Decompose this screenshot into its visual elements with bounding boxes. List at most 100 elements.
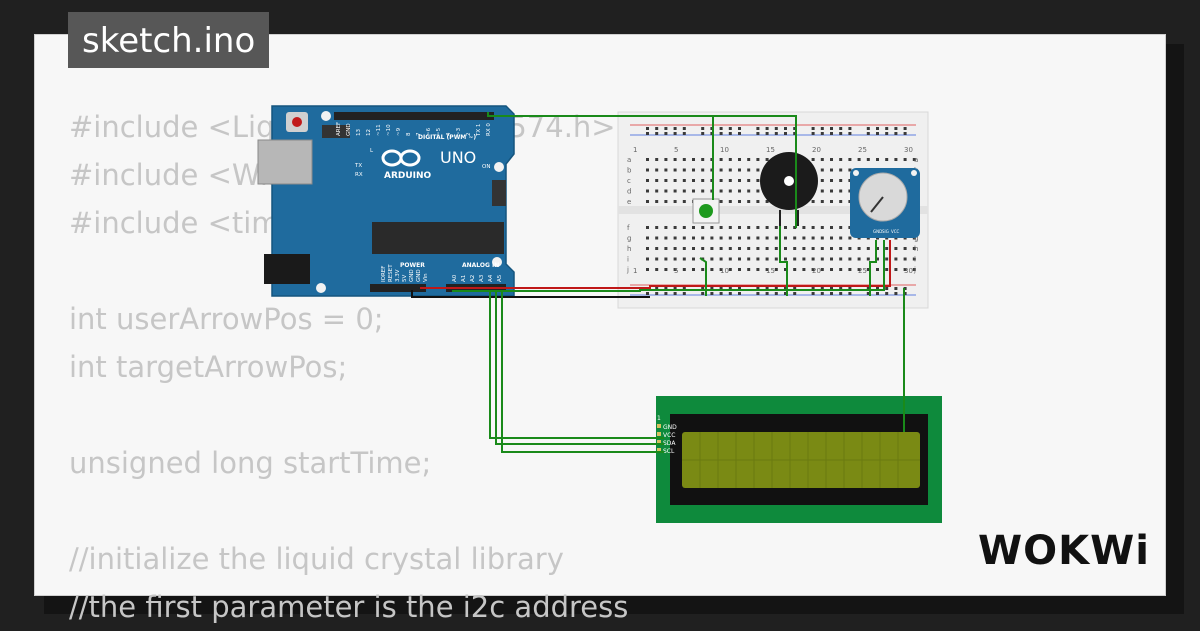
row-letter: g xyxy=(914,235,918,243)
row-letter: i xyxy=(914,256,916,264)
power-pin-label: 3.3V xyxy=(395,269,401,282)
code-line: int userArrowPos = 0; xyxy=(69,302,384,336)
analog-pin-label: A0 xyxy=(452,274,458,282)
row-letter: g xyxy=(627,235,631,243)
led-label: RX xyxy=(355,172,363,178)
column-number: 5 xyxy=(674,267,678,275)
row-letter: a xyxy=(627,156,631,164)
led-label: L xyxy=(370,148,374,154)
digital-pin-label: TX 1 xyxy=(476,124,482,137)
code-line: int targetArrowPos; xyxy=(69,350,348,384)
usb-port xyxy=(257,139,313,185)
digital-header-label: DIGITAL (PWM ~) xyxy=(418,134,476,141)
code-line: //initialize the liquid crystal library xyxy=(69,542,564,576)
row-letter: b xyxy=(627,167,632,175)
breadboard[interactable]: 115510101515202025253030aabbccddeeffgghh… xyxy=(617,111,929,309)
pot-pin-label: VCC xyxy=(891,229,900,234)
digital-pin-label: ~9 xyxy=(396,127,402,136)
pot-pin-label: GND xyxy=(873,229,882,234)
wire-buzzer-gnd xyxy=(779,226,788,296)
row-letter: a xyxy=(914,156,918,164)
lcd-pin[interactable] xyxy=(657,432,661,436)
power-pin-label: RESET xyxy=(388,264,394,282)
wires xyxy=(411,112,905,453)
power-pin-label: IOREF xyxy=(381,266,387,282)
power-jack xyxy=(264,254,310,284)
power-pin-label: GND xyxy=(409,269,415,282)
microcontroller-chip xyxy=(372,222,504,254)
wokwi-logo-text: WOKWi xyxy=(978,528,1150,574)
analog-pin-label: A1 xyxy=(461,275,467,282)
code-line: //the first parameter is the i2c address xyxy=(69,590,629,624)
column-number: 20 xyxy=(812,146,821,154)
column-number: 15 xyxy=(766,146,775,154)
lcd-pin1-label: 1 xyxy=(657,415,661,422)
power-header-label: POWER xyxy=(400,262,425,269)
row-letter: f xyxy=(627,224,630,232)
digital-pin-label: 13 xyxy=(356,129,362,136)
analog-pin-label: A4 xyxy=(488,274,494,282)
analog-header-label: ANALOG IN xyxy=(462,262,499,269)
wire-button-gnd xyxy=(699,257,707,296)
lcd-pin-label: VCC xyxy=(663,432,675,439)
led-label: ON xyxy=(482,164,490,170)
pot-pin-label: SIG xyxy=(882,229,889,234)
column-number: 10 xyxy=(720,267,729,275)
sketch-title: sketch.ino xyxy=(68,12,270,68)
reset-button[interactable] xyxy=(292,117,302,127)
row-letter: j xyxy=(913,266,916,274)
wire-5v xyxy=(420,240,891,289)
digital-pin-label: 2 xyxy=(466,133,472,137)
wire-sda xyxy=(495,291,664,445)
row-letter: h xyxy=(627,245,631,253)
lcd-pin-label: SCL xyxy=(663,448,675,455)
row-letter: e xyxy=(627,198,631,206)
column-number: 1 xyxy=(633,146,637,154)
power-pin-label: 5V xyxy=(402,275,408,282)
power-pin-label: Vin xyxy=(423,273,429,282)
column-number: 25 xyxy=(858,146,867,154)
digital-pin-label: 4 xyxy=(446,132,452,136)
lcd-pin-label: GND xyxy=(663,424,677,431)
digital-pin-label: 12 xyxy=(366,129,372,136)
column-number: 5 xyxy=(674,146,678,154)
analog-pin-label: A5 xyxy=(497,274,503,282)
wokwi-logo: WOKWi xyxy=(978,528,1150,574)
column-number: 15 xyxy=(766,267,775,275)
column-number: 30 xyxy=(904,267,913,275)
row-letter: c xyxy=(627,177,631,185)
wire-sda-b xyxy=(489,291,664,439)
wire-a0-pot xyxy=(452,240,885,292)
power-pin-label: GND xyxy=(416,269,422,282)
row-letter: d xyxy=(627,188,631,196)
led-label: TX xyxy=(354,163,362,169)
digital-pin-label: ~5 xyxy=(436,127,442,136)
analog-pin-label: A2 xyxy=(470,275,476,282)
column-number: 25 xyxy=(858,267,867,275)
column-number: 1 xyxy=(633,267,637,275)
column-number: 30 xyxy=(904,146,913,154)
digital-pin-label: AREF xyxy=(336,122,342,136)
digital-pin-label: 7 xyxy=(416,132,422,136)
digital-pin-label: RX 0 xyxy=(486,123,492,136)
lcd-pin[interactable] xyxy=(657,448,661,452)
wire-pin-buzzer xyxy=(487,112,797,228)
digital-pin-label: ~3 xyxy=(456,127,462,136)
digital-pin-label: ~10 xyxy=(386,124,392,136)
digital-pin-label: ~11 xyxy=(376,124,382,136)
row-letter: j xyxy=(626,266,629,274)
arduino-uno-board[interactable]: UNO ARDUINO DIGITAL (PWM ~) POWER ANALOG… xyxy=(257,105,515,297)
pushbutton[interactable] xyxy=(692,198,720,224)
wire-pot-gnd xyxy=(869,240,877,296)
lcd-pin[interactable] xyxy=(657,424,661,428)
lcd-pin[interactable] xyxy=(657,440,661,444)
model-label: UNO xyxy=(440,148,476,167)
wire-gnd xyxy=(411,290,650,298)
analog-pin-label: A3 xyxy=(479,274,485,282)
piezo-buzzer[interactable] xyxy=(760,152,818,226)
digital-pin-label: ~6 xyxy=(426,127,432,136)
brand-label: ARDUINO xyxy=(384,171,432,181)
